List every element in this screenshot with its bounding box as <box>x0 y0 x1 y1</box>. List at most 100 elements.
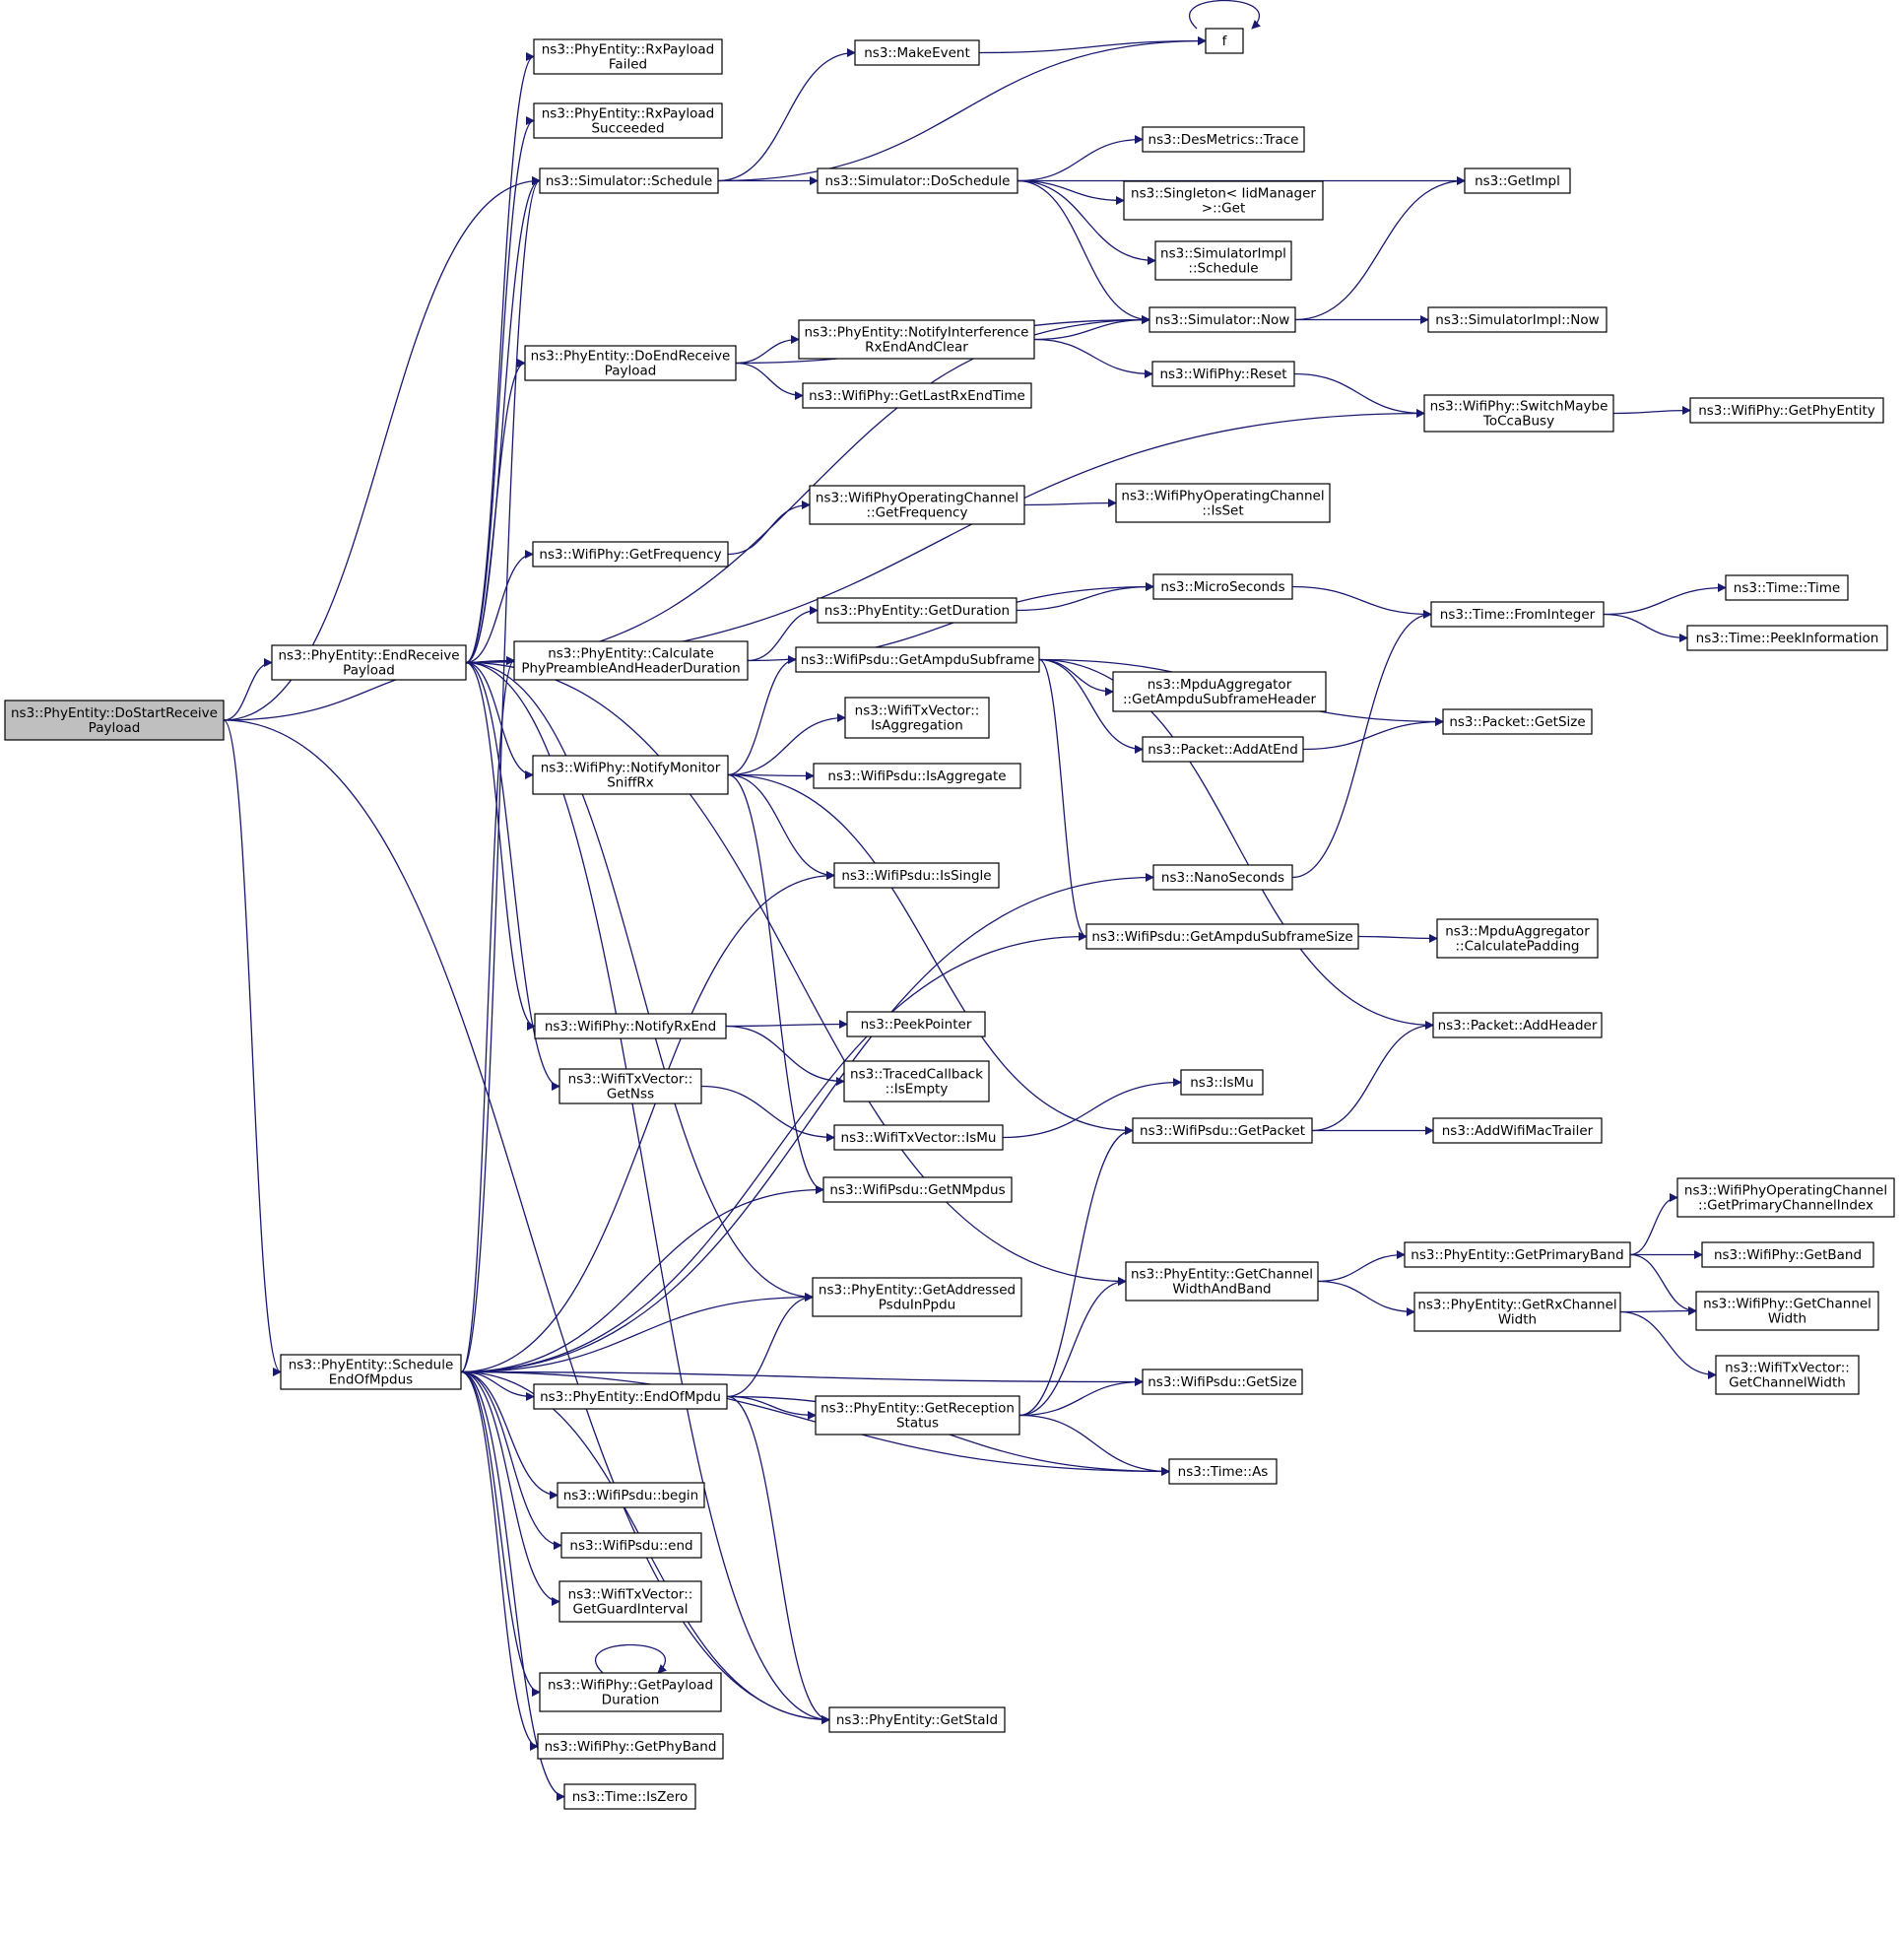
node-n54[interactable]: ns3::SimulatorImpl::Now <box>1427 306 1608 333</box>
node-n29[interactable]: ns3::PeekPointer <box>846 1011 986 1037</box>
node-n19[interactable]: ns3::MakeEvent <box>854 39 980 66</box>
node-n10[interactable]: ns3::WifiPhy::NotifyRxEnd <box>534 1013 727 1039</box>
node-n39[interactable]: ns3::SimulatorImpl::Schedule <box>1154 240 1292 281</box>
node-n60[interactable]: ns3::AddWifiMacTrailer <box>1432 1117 1603 1144</box>
node-label: >::Get <box>1202 201 1245 217</box>
node-n59[interactable]: ns3::Packet::AddHeader <box>1432 1012 1603 1038</box>
node-n63[interactable]: ns3::WifiPhy::GetPhyEntity <box>1689 397 1884 424</box>
edge-n5-to-n19 <box>717 48 856 182</box>
node-n53[interactable]: ns3::GetImpl <box>1464 167 1571 194</box>
node-n49[interactable]: ns3::WifiPsdu::GetPacket <box>1132 1117 1313 1144</box>
node-n58[interactable]: ns3::MpduAggregator::CalculatePadding <box>1436 918 1599 959</box>
node-n18[interactable]: ns3::Time::IsZero <box>563 1783 696 1810</box>
node-label: ns3::Packet::GetSize <box>1449 714 1585 730</box>
node-box <box>537 1733 724 1760</box>
node-n67[interactable]: ns3::WifiPhy::GetBand <box>1701 1241 1874 1268</box>
node-box <box>1432 1012 1603 1038</box>
node-n15[interactable]: ns3::WifiTxVector::GetGuardInterval <box>558 1580 702 1623</box>
node-n5[interactable]: ns3::Simulator::Schedule <box>539 167 719 194</box>
node-n40[interactable]: ns3::Simulator::Now <box>1149 306 1296 333</box>
edge-n49-to-n59 <box>1311 1021 1434 1132</box>
edge-n9-to-n26 <box>727 713 846 776</box>
node-n61[interactable]: ns3::PhyEntity::GetPrimaryBand <box>1404 1241 1631 1268</box>
node-n36[interactable]: f <box>1205 28 1244 54</box>
node-n7[interactable]: ns3::WifiPhy::GetFrequency <box>532 541 729 568</box>
node-box <box>1152 573 1293 600</box>
node-n41[interactable]: ns3::WifiPhy::Reset <box>1151 361 1295 387</box>
node-n24[interactable]: ns3::PhyEntity::GetDuration <box>817 597 1018 624</box>
edge-n1-to-n4 <box>465 116 535 664</box>
node-n21[interactable]: ns3::PhyEntity::NotifyInterferenceRxEndA… <box>798 319 1035 360</box>
edge-n21-to-n40 <box>1033 315 1150 341</box>
node-n66[interactable]: ns3::WifiPhyOperatingChannel::GetPrimary… <box>1676 1177 1895 1218</box>
edge-n1-to-n3 <box>465 52 535 664</box>
node-n25[interactable]: ns3::WifiPsdu::GetAmpduSubframe <box>795 646 1040 673</box>
node-n46[interactable]: ns3::NanoSeconds <box>1152 864 1293 891</box>
node-box <box>1149 306 1296 333</box>
node-n14[interactable]: ns3::WifiPsdu::end <box>560 1532 702 1559</box>
node-n13[interactable]: ns3::WifiPsdu::begin <box>557 1482 705 1508</box>
node-box <box>533 102 723 139</box>
edge-n9-to-n28 <box>727 773 835 880</box>
node-label: IsAggregation <box>871 718 963 734</box>
node-label: ns3::TracedCallback <box>850 1067 983 1083</box>
node-n35[interactable]: ns3::PhyEntity::GetStaId <box>828 1706 1006 1733</box>
node-n69[interactable]: ns3::WifiTxVector::GetChannelWidth <box>1715 1355 1860 1395</box>
node-n64[interactable]: ns3::Time::Time <box>1725 574 1849 601</box>
node-n32[interactable]: ns3::WifiPsdu::GetNMpdus <box>822 1176 1013 1203</box>
node-box <box>1142 1369 1303 1395</box>
node-n30[interactable]: ns3::TracedCallback::IsEmpty <box>843 1060 990 1102</box>
node-n26[interactable]: ns3::WifiTxVector::IsAggregation <box>844 697 990 739</box>
node-n11[interactable]: ns3::WifiTxVector::GetNss <box>558 1068 702 1104</box>
node-label: ns3::PhyEntity::RxPayload <box>542 42 715 58</box>
node-n28[interactable]: ns3::WifiPsdu::IsSingle <box>833 862 1000 889</box>
node-n42[interactable]: ns3::WifiPhyOperatingChannel::IsSet <box>1115 483 1331 523</box>
node-box <box>1123 180 1324 221</box>
edge-n1-to-n7 <box>465 550 534 664</box>
edge-n20-to-n37 <box>1017 135 1144 182</box>
node-n44[interactable]: ns3::MpduAggregator::GetAmpduSubframeHea… <box>1112 671 1327 712</box>
node-n20[interactable]: ns3::Simulator::DoSchedule <box>817 167 1018 194</box>
node-n52[interactable]: ns3::Time::As <box>1168 1458 1278 1485</box>
edge-n9-to-n32 <box>727 773 824 1194</box>
node-n12[interactable]: ns3::PhyEntity::EndOfMpdu <box>533 1383 728 1410</box>
node-n56[interactable]: ns3::Time::FromInteger <box>1430 601 1605 628</box>
node-label: ns3::Time::FromInteger <box>1440 607 1596 623</box>
node-n45[interactable]: ns3::Packet::AddAtEnd <box>1142 736 1304 763</box>
node-n65[interactable]: ns3::Time::PeekInformation <box>1686 625 1888 651</box>
node-n43[interactable]: ns3::MicroSeconds <box>1152 573 1293 600</box>
node-n27[interactable]: ns3::WifiPsdu::IsAggregate <box>813 763 1021 789</box>
node-n47[interactable]: ns3::WifiPsdu::GetAmpduSubframeSize <box>1085 923 1359 950</box>
node-n31[interactable]: ns3::WifiTxVector::IsMu <box>833 1124 1004 1151</box>
node-n17[interactable]: ns3::WifiPhy::GetPhyBand <box>537 1733 724 1760</box>
node-label: ns3::WifiTxVector:: <box>1725 1361 1850 1376</box>
node-n22[interactable]: ns3::WifiPhy::GetLastRxEndTime <box>802 382 1032 409</box>
node-n57[interactable]: ns3::Packet::GetSize <box>1442 708 1593 735</box>
edge-n21-to-n41 <box>1033 338 1153 378</box>
node-n23[interactable]: ns3::WifiPhyOperatingChannel::GetFrequen… <box>809 485 1025 525</box>
node-n48[interactable]: ns3::IsMu <box>1180 1069 1264 1096</box>
node-label: ns3::PhyEntity::DoStartReceive <box>11 705 218 721</box>
node-label: ns3::WifiPsdu::end <box>569 1538 692 1554</box>
node-label: GetGuardInterval <box>573 1602 689 1618</box>
node-box <box>1152 864 1293 891</box>
node-n37[interactable]: ns3::DesMetrics::Trace <box>1142 126 1305 153</box>
node-n68[interactable]: ns3::WifiPhy::GetChannelWidth <box>1695 1291 1879 1331</box>
node-n38[interactable]: ns3::Singleton< IidManager >::Get <box>1123 180 1324 221</box>
node-n8[interactable]: ns3::PhyEntity::CalculatePhyPreambleAndH… <box>513 640 749 681</box>
node-n51[interactable]: ns3::WifiPsdu::GetSize <box>1142 1369 1303 1395</box>
